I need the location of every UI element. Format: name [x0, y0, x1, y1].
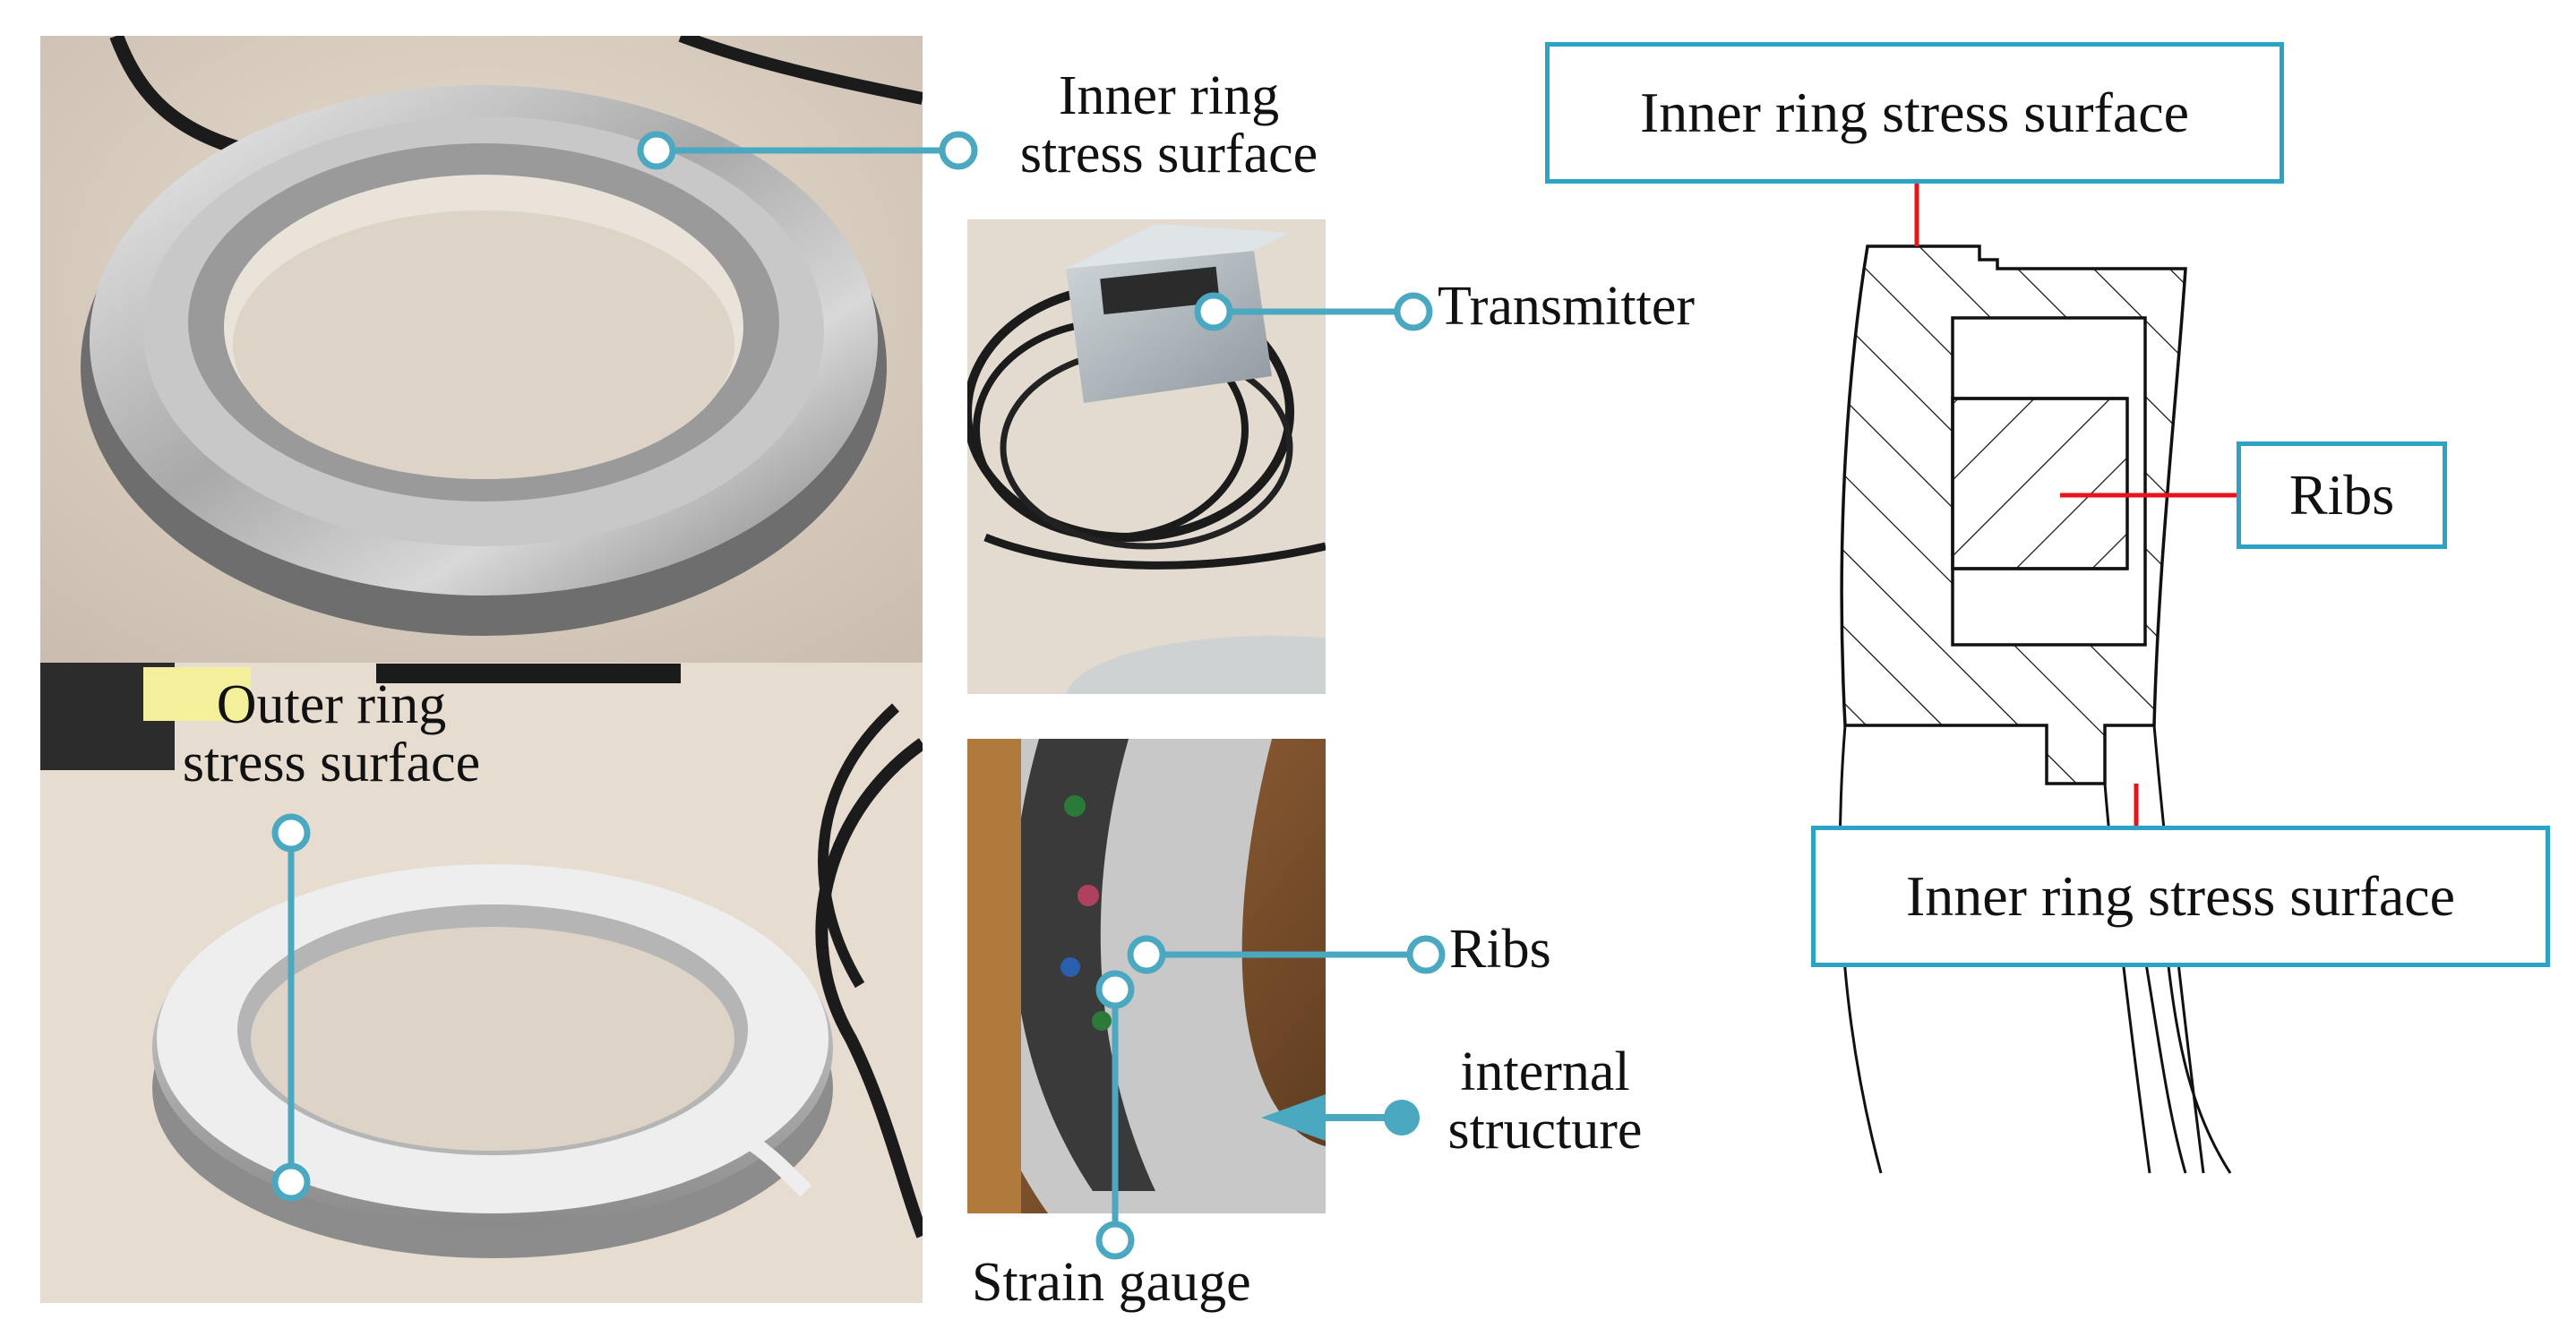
box-top-text: Inner ring stress surface — [1639, 81, 2190, 144]
cross-section-drawing — [1838, 244, 2232, 1174]
label-outer-ring-stress-surface: Outer ring stress surface — [125, 674, 537, 794]
label-outer-ring-text: Outer ring stress surface — [182, 674, 481, 794]
photo-transmitter — [967, 219, 1326, 694]
callout-dot-strain-gauge — [1095, 970, 1135, 1009]
box-top-inner-ring-stress-surface: Inner ring stress surface — [1545, 42, 2284, 184]
callout-dot-ribs — [1127, 935, 1166, 974]
red-leaders — [1914, 184, 2237, 826]
box-ribs: Ribs — [2237, 441, 2447, 549]
callout-dot-transmitter — [1194, 292, 1233, 331]
callout-dot-inner-ring — [637, 131, 676, 170]
photo-callouts — [271, 131, 1446, 1260]
callout-dot-outer-ring — [271, 813, 311, 853]
label-internal-structure: internal structure — [1411, 1041, 1679, 1161]
label-transmitter: Transmitter — [1438, 276, 1696, 337]
label-ribs-photo: Ribs — [1449, 919, 1551, 980]
box-bottom-text: Inner ring stress surface — [1905, 864, 2456, 928]
label-inner-ring-text: Inner ring stress surface — [1019, 65, 1318, 185]
label-inner-ring-stress-surface: Inner ring stress surface — [976, 65, 1361, 185]
photo-inner-ring — [40, 36, 923, 663]
box-ribs-text: Ribs — [2288, 463, 2395, 527]
label-internal-structure-text: internal structure — [1447, 1041, 1643, 1161]
label-strain-gauge: Strain gauge — [972, 1252, 1251, 1313]
box-bottom-inner-ring-stress-surface: Inner ring stress surface — [1811, 826, 2550, 967]
photo-outer-ring — [40, 663, 923, 1303]
photo-internal-structure — [967, 739, 1326, 1213]
internal-structure-arrow — [1261, 1094, 1420, 1141]
